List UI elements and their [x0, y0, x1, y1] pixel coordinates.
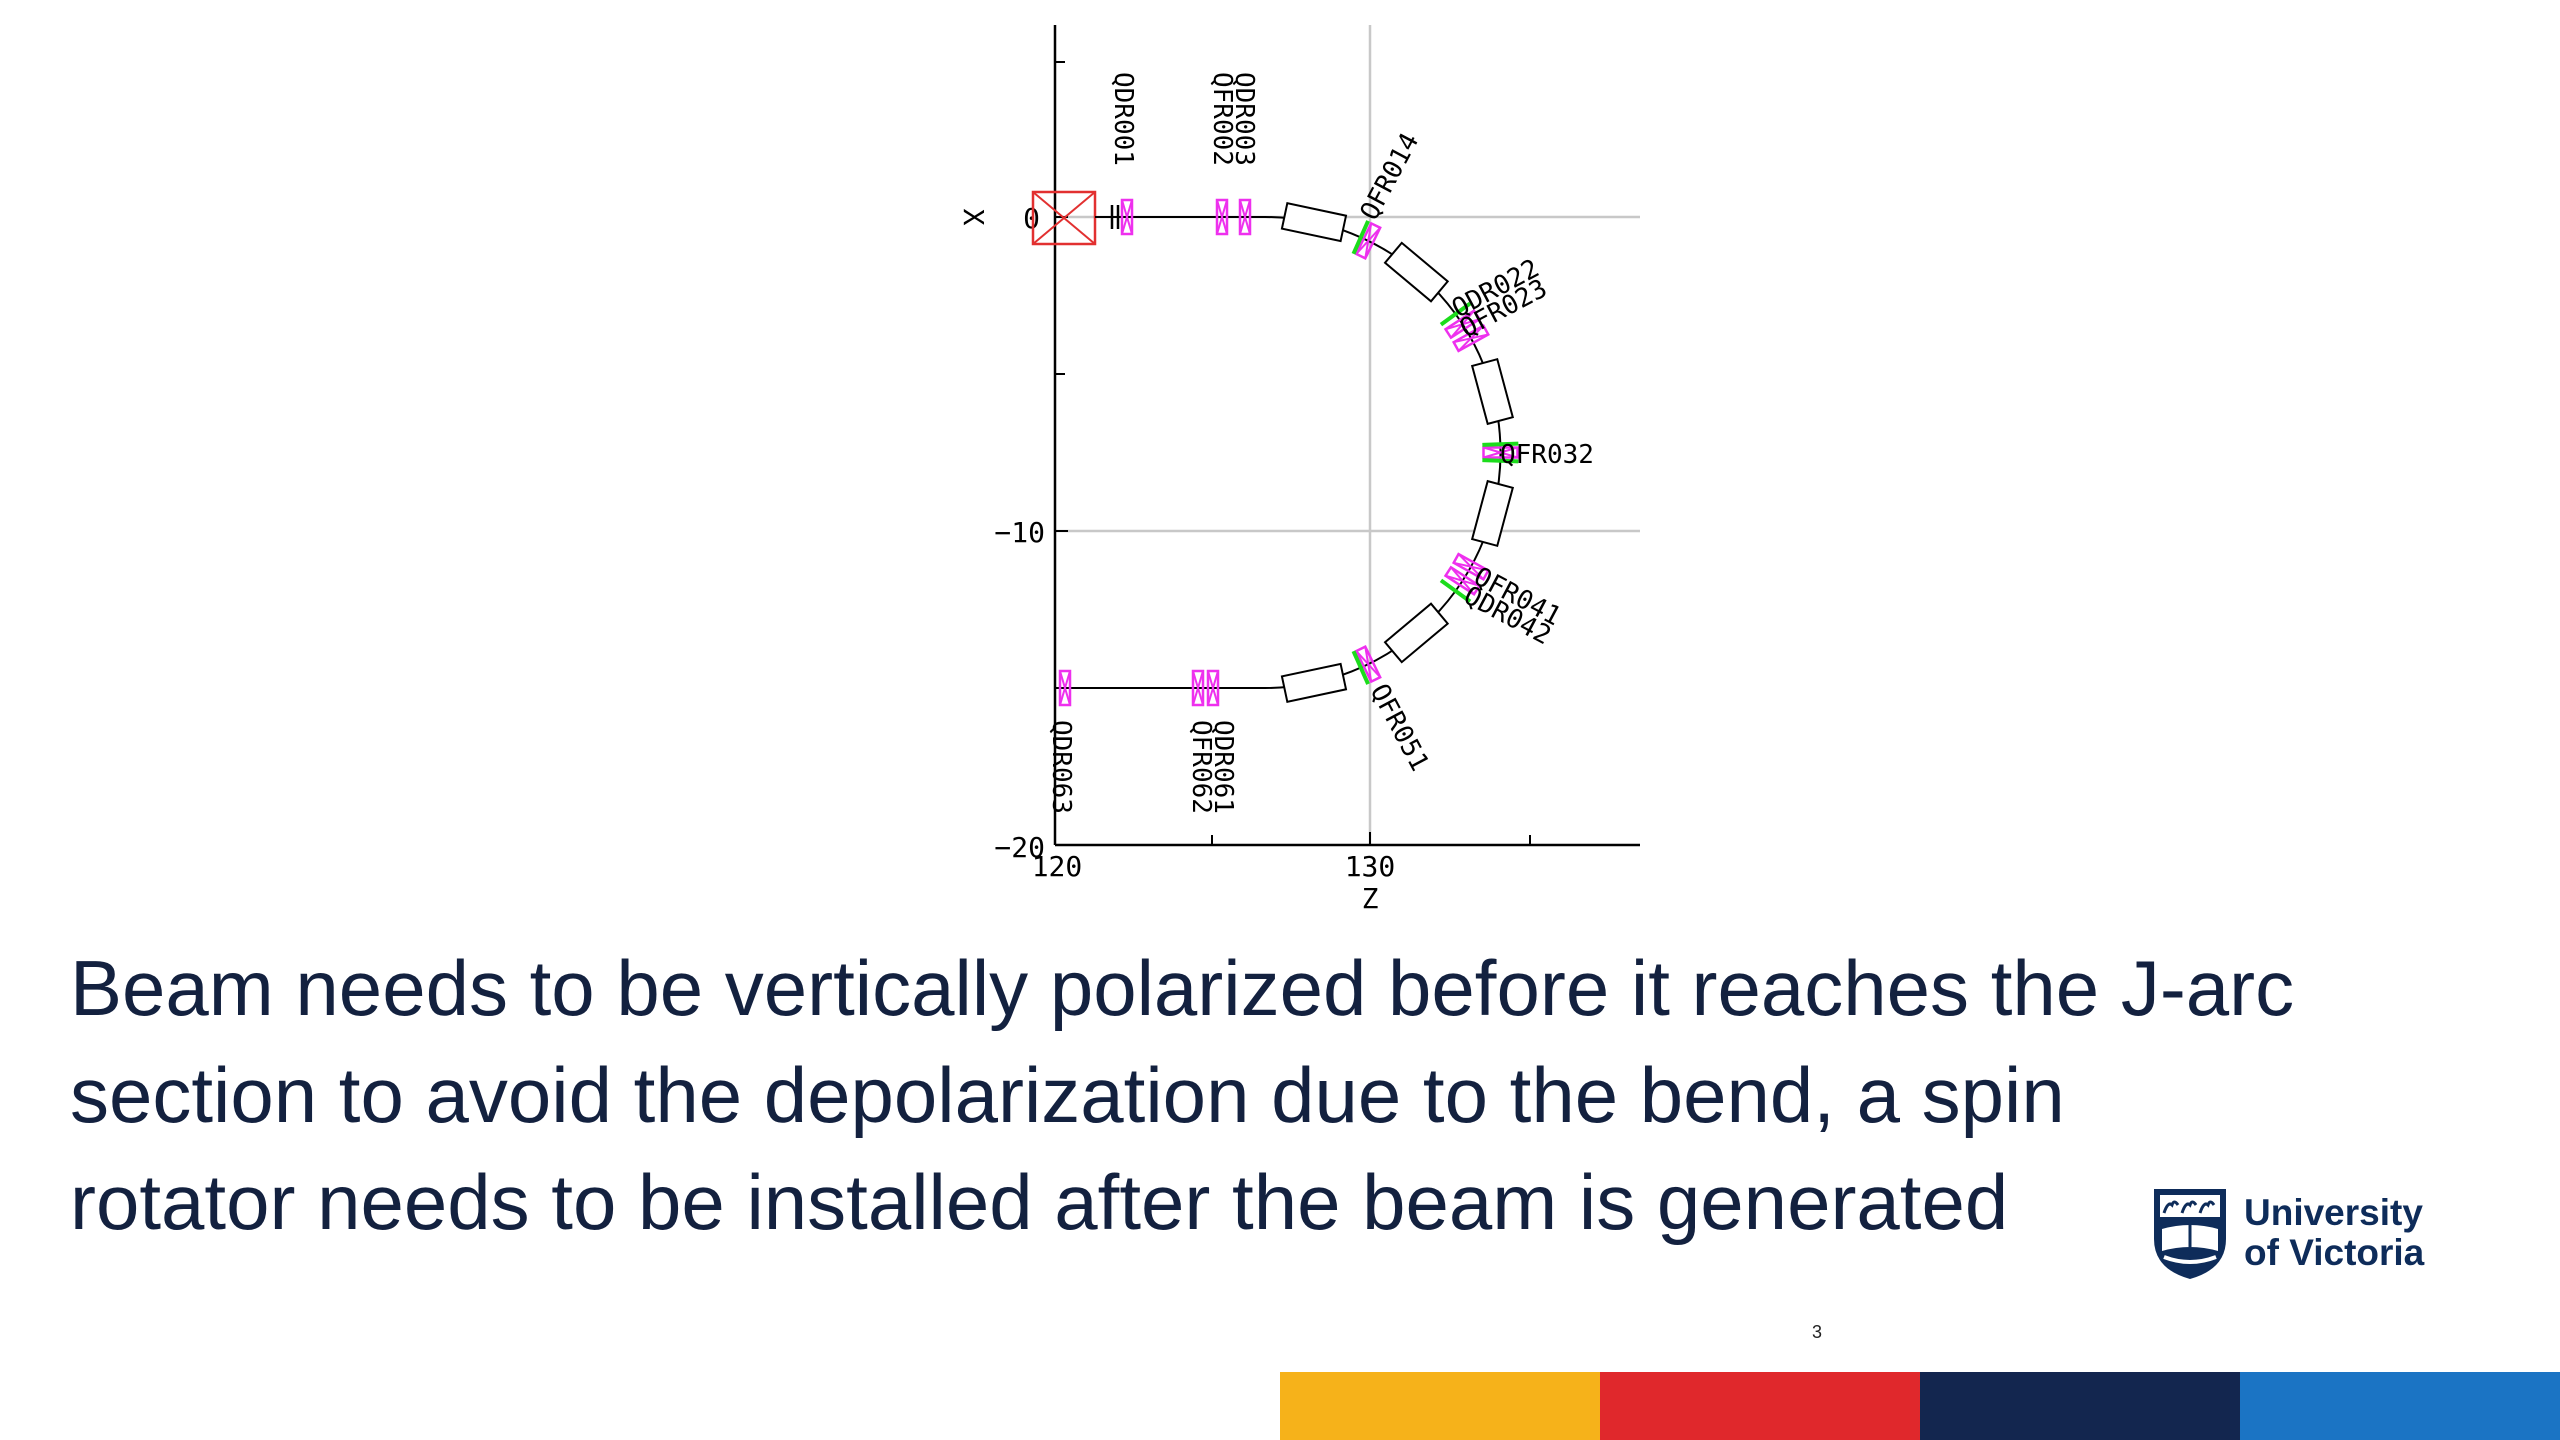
dipole-5	[1383, 602, 1450, 664]
quad-qdr022	[1443, 309, 1482, 340]
quad-qfr041	[1451, 552, 1490, 581]
dipole-2	[1383, 241, 1450, 303]
dipole-magnets	[1280, 202, 1515, 703]
corrector-2	[1439, 301, 1472, 327]
quad-qdr042	[1443, 565, 1482, 596]
label-qfr014: QFR014	[1355, 128, 1426, 225]
y-tick-label-minus20: −20	[994, 831, 1045, 864]
x-axis-label: Z	[1362, 882, 1379, 915]
dipole-1	[1280, 202, 1348, 243]
body-line-2: section to avoid the depolarization due …	[70, 1051, 2065, 1139]
footer-segment-blue	[2240, 1372, 2560, 1440]
body-line-1: Beam needs to be vertically polarized be…	[70, 944, 2295, 1032]
quad-qdr063	[1058, 669, 1072, 707]
logo-line-2: of Victoria	[2244, 1232, 2425, 1273]
y-tick-label-minus10: −10	[994, 516, 1045, 549]
label-qdr003: QDR003	[1229, 72, 1259, 166]
label-qdr061: QDR061	[1208, 720, 1238, 814]
quad-qfr051	[1354, 645, 1382, 684]
page-number: 3	[1812, 1322, 1823, 1342]
corrector-4	[1482, 458, 1519, 464]
y-axis-label: X	[957, 209, 990, 226]
label-qfr051: QFR051	[1364, 679, 1435, 776]
footer-segment-red	[1600, 1372, 1920, 1440]
quad-qfr032	[1482, 446, 1519, 459]
label-qfr002: QFR002	[1207, 72, 1237, 166]
university-of-victoria-logo: University of Victoria	[2150, 1185, 2424, 1281]
dipole-4	[1470, 479, 1515, 548]
dipole-6	[1280, 662, 1348, 703]
quad-qdr001	[1120, 198, 1134, 236]
footer-segment-yellow	[1280, 1372, 1600, 1440]
quad-qfr002	[1215, 198, 1229, 236]
logo-line-1: University	[2244, 1192, 2423, 1233]
slide-body-text: Beam needs to be vertically polarized be…	[70, 935, 2370, 1256]
label-qdr063: QDR063	[1046, 720, 1076, 814]
dipole-3	[1470, 357, 1515, 426]
corrector-3	[1482, 441, 1519, 447]
corrector-6	[1351, 650, 1370, 685]
quad-qfr014	[1354, 221, 1382, 260]
label-qfr062: QFR062	[1186, 720, 1216, 814]
quad-qfr062	[1191, 669, 1205, 707]
label-qfr032: QFR032	[1500, 440, 1594, 470]
quadrupole-magnets	[1058, 198, 1519, 707]
corrector-5	[1439, 578, 1472, 604]
corrector-1	[1351, 220, 1370, 255]
y-tick-label-0: 0	[1023, 202, 1040, 235]
x-tick-label-120: 120	[1032, 850, 1083, 883]
footer-color-bar	[1280, 1372, 2560, 1440]
label-qdr001: QDR001	[1108, 72, 1138, 166]
footer-segment-navy	[1920, 1372, 2240, 1440]
quad-qdr003	[1238, 198, 1252, 236]
x-tick-label-130: 130	[1345, 850, 1396, 883]
quad-qdr061	[1206, 669, 1220, 707]
body-line-3: rotator needs to be installed after the …	[70, 1158, 2009, 1246]
quad-qfr023	[1451, 324, 1490, 353]
uvic-crest-icon	[2154, 1189, 2226, 1279]
